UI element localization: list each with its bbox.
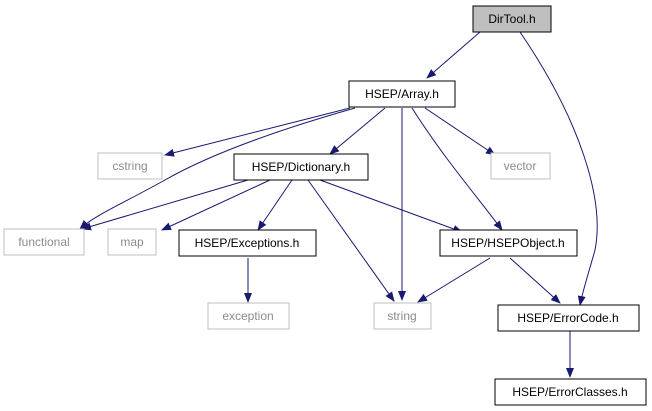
edges xyxy=(79,31,598,378)
edge-hsepobject-string xyxy=(417,257,491,303)
node-cstring-box xyxy=(97,152,163,180)
node-dictionary-label: HSEP/Dictionary.h xyxy=(252,160,350,174)
edge-array-cstring xyxy=(164,107,351,157)
node-functional-label: functional xyxy=(18,235,69,249)
edge-array-functional xyxy=(79,107,356,230)
edge-array-vector xyxy=(424,107,496,156)
node-exceptions[interactable]: HSEP/Exceptions.h xyxy=(178,229,317,257)
edge-dirtool-errorcode xyxy=(519,31,598,306)
node-vector-box xyxy=(490,152,551,180)
edge-array-dictionary xyxy=(329,107,386,155)
node-map-box xyxy=(107,228,157,256)
node-map-label: map xyxy=(120,235,144,249)
node-hsepobject-box xyxy=(439,229,578,257)
edge-dictionary-exceptions xyxy=(257,179,293,231)
node-vector: vector xyxy=(490,152,551,180)
node-errorclasses[interactable]: HSEP/ErrorClasses.h xyxy=(494,378,647,406)
node-functional-box xyxy=(3,228,85,256)
node-array-box xyxy=(348,80,456,108)
node-map: map xyxy=(107,228,157,256)
node-dirtool-label: DirTool.h xyxy=(488,12,535,26)
node-array-label: HSEP/Array.h xyxy=(365,87,439,101)
node-errorcode-label: HSEP/ErrorCode.h xyxy=(517,311,618,325)
node-exceptions-box xyxy=(178,229,317,257)
edge-dictionary-map xyxy=(161,179,271,231)
node-exception-box xyxy=(207,302,290,330)
edge-array-hsepobject xyxy=(411,107,503,231)
node-cstring: cstring xyxy=(97,152,163,180)
node-errorcode-box xyxy=(497,304,640,332)
node-dictionary-box xyxy=(233,153,369,181)
edge-dictionary-string xyxy=(307,179,395,302)
node-exception-label: exception xyxy=(222,309,273,323)
node-errorclasses-box xyxy=(494,378,647,406)
node-string-box xyxy=(373,302,432,330)
node-string-label: string xyxy=(387,309,416,323)
node-string: string xyxy=(373,302,432,330)
node-exception: exception xyxy=(207,302,290,330)
node-vector-label: vector xyxy=(504,159,537,173)
node-dictionary[interactable]: HSEP/Dictionary.h xyxy=(233,153,369,181)
node-errorclasses-label: HSEP/ErrorClasses.h xyxy=(512,385,627,399)
node-cstring-label: cstring xyxy=(112,159,147,173)
node-functional: functional xyxy=(3,228,85,256)
edge-dictionary-hsepobject xyxy=(319,179,463,233)
node-dirtool[interactable]: DirTool.h xyxy=(472,5,552,33)
edge-hsepobject-errorcode xyxy=(509,257,561,304)
node-dirtool-box xyxy=(472,5,552,33)
node-errorcode[interactable]: HSEP/ErrorCode.h xyxy=(497,304,640,332)
edge-dirtool-array xyxy=(426,31,481,79)
node-hsepobject[interactable]: HSEP/HSEPObject.h xyxy=(439,229,578,257)
node-hsepobject-label: HSEP/HSEPObject.h xyxy=(451,236,564,250)
edge-dictionary-functional xyxy=(81,179,249,231)
node-exceptions-label: HSEP/Exceptions.h xyxy=(195,236,300,250)
node-array[interactable]: HSEP/Array.h xyxy=(348,80,456,108)
